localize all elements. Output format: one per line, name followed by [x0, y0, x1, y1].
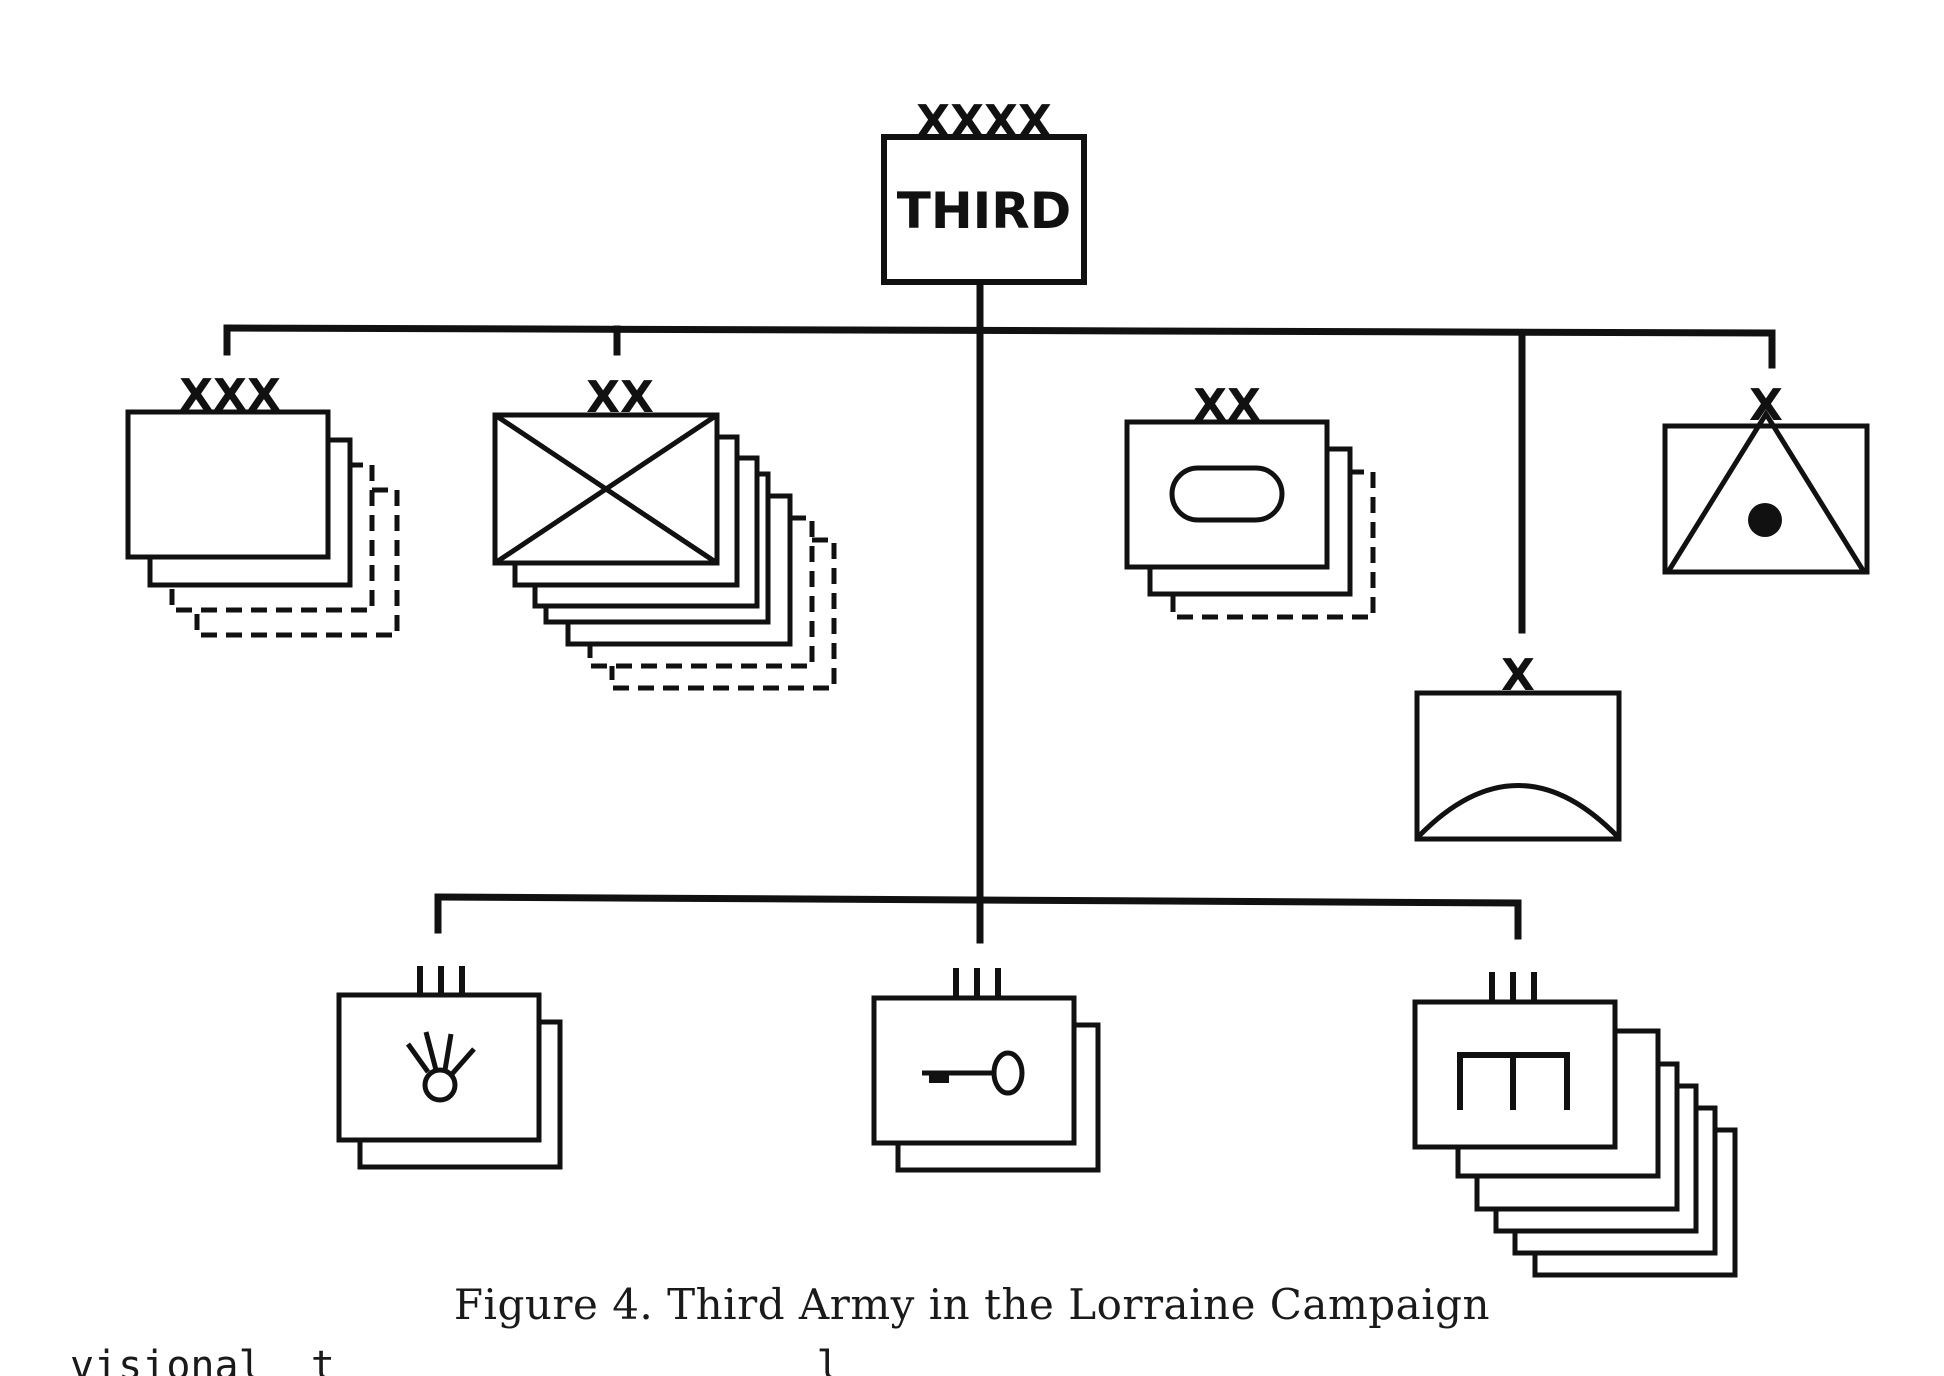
cut-off-body-text: visional t l	[70, 1344, 841, 1376]
engineer-units-stack	[1412, 972, 1738, 1278]
artillery-triangle-icon	[1665, 409, 1867, 574]
corps-stack: XXX	[125, 370, 400, 638]
signal-box-1	[336, 992, 542, 1143]
engineer-castle-icon	[1457, 1052, 1570, 1110]
signal-units-stack	[336, 966, 563, 1170]
hq-label: THIRD	[897, 182, 1072, 240]
artillery-brigade: X	[1662, 380, 1870, 575]
connector-lines	[223, 281, 1776, 944]
key-icon	[922, 1050, 1025, 1096]
armored-echelon: XX	[1193, 380, 1261, 431]
cavalry-echelon: X	[1501, 650, 1535, 701]
corps-echelon: XXX	[179, 370, 281, 421]
corps-box-1	[125, 409, 331, 560]
figure-caption: Figure 4. Third Army in the Lorraine Cam…	[453, 1280, 1491, 1329]
infantry-division-stack: XX	[492, 372, 837, 691]
artillery-echelon: X	[1749, 380, 1783, 431]
hq-echelon: XXXX	[916, 96, 1052, 147]
artillery-dot-icon	[1748, 503, 1782, 537]
armored-division-stack: XX	[1124, 380, 1376, 620]
military-police-stack	[871, 968, 1101, 1173]
cavalry-arc-icon	[1417, 783, 1619, 838]
signal-lightning-icon	[405, 1031, 476, 1103]
armor-oval-icon	[1169, 465, 1285, 523]
signal-echelon-icon	[417, 966, 465, 993]
engineer-echelon-icon	[1489, 972, 1537, 1000]
mp-echelon-icon	[953, 968, 1001, 996]
cavalry-group: X	[1414, 650, 1622, 842]
infantry-echelon: XX	[586, 372, 654, 423]
hq-third-army: THIRD XXXX	[881, 96, 1087, 285]
